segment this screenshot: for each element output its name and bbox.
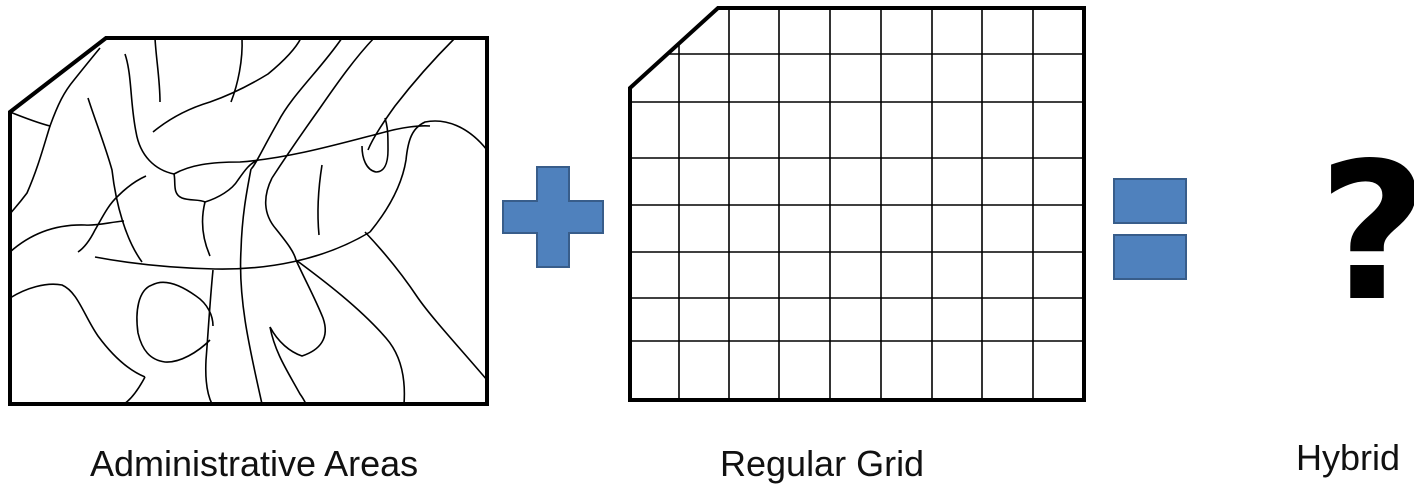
region-line — [204, 159, 259, 203]
region-line — [204, 269, 214, 405]
region-line — [201, 201, 211, 257]
region-line — [77, 175, 147, 253]
region-line — [250, 37, 343, 170]
region-line — [317, 164, 323, 236]
question-mark-icon: ? — [1318, 138, 1414, 328]
region-line — [230, 37, 243, 103]
administrative-boundary-lines — [9, 37, 488, 405]
region-line — [9, 283, 146, 378]
region-line — [9, 220, 125, 253]
regular-grid-label: Regular Grid — [720, 443, 925, 484]
region-line — [154, 37, 161, 103]
region-line — [152, 37, 302, 133]
regular-grid-map — [628, 6, 1086, 402]
grid-lines — [630, 8, 1084, 400]
region-line — [136, 284, 211, 363]
region-line — [369, 120, 488, 233]
region-line — [9, 47, 101, 127]
administrative-areas-boundary — [8, 36, 489, 406]
region-line — [269, 259, 327, 357]
region-line — [173, 125, 431, 175]
region-line — [269, 326, 307, 405]
region-line — [295, 259, 406, 405]
plus-icon — [502, 166, 604, 268]
region-line — [87, 97, 143, 263]
region-line — [361, 117, 389, 173]
region-line — [9, 125, 51, 215]
region-line — [271, 37, 375, 179]
regular-grid-boundary — [628, 6, 1086, 402]
region-line — [94, 231, 371, 270]
region-line — [239, 168, 263, 405]
region-line — [367, 37, 456, 151]
region-line — [124, 53, 206, 203]
region-line — [364, 231, 488, 381]
administrative-areas-label: Administrative Areas — [90, 443, 419, 484]
administrative-areas-map — [8, 36, 489, 406]
hybrid-label: Hybrid — [1296, 437, 1401, 478]
region-line — [151, 281, 214, 327]
region-line — [264, 177, 297, 261]
region-line — [123, 376, 146, 405]
equals-icon — [1113, 178, 1187, 280]
